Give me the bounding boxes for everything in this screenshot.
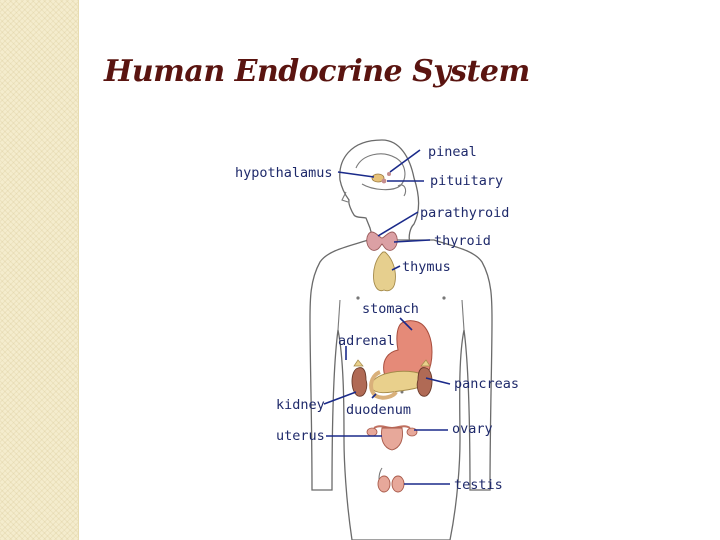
label-ovary: ovary bbox=[452, 421, 493, 437]
label-adrenal: adrenal bbox=[338, 333, 395, 349]
label-pancreas: pancreas bbox=[454, 376, 519, 392]
ovary-left-organ bbox=[366, 427, 378, 437]
nipple-left-mark bbox=[356, 296, 360, 300]
testis-right-organ bbox=[391, 475, 405, 493]
nipple-right-mark bbox=[442, 296, 446, 300]
labels: pineal hypothalamus pituitary parathyroi… bbox=[235, 144, 519, 493]
adrenal-left-organ bbox=[353, 359, 364, 367]
hypothalamus-leader-line bbox=[337, 171, 375, 178]
thymus-leader-line bbox=[391, 265, 401, 271]
uterus-organ bbox=[381, 427, 403, 451]
pineal-leader-line bbox=[389, 149, 421, 173]
leader-lines bbox=[323, 149, 451, 485]
duodenum-leader-line bbox=[371, 393, 377, 399]
label-hypothalamus: hypothalamus bbox=[235, 165, 333, 181]
hypothalamus-organ bbox=[371, 173, 385, 183]
thyroid-leader-line bbox=[393, 239, 431, 243]
testis-left-organ bbox=[377, 475, 391, 493]
label-duodenum: duodenum bbox=[346, 402, 411, 418]
label-pineal: pineal bbox=[428, 144, 477, 160]
navel-mark bbox=[400, 390, 404, 394]
organs bbox=[351, 172, 433, 493]
kidney-leader-line bbox=[323, 391, 357, 405]
label-uterus: uterus bbox=[276, 428, 325, 444]
pituitary-organ bbox=[381, 178, 387, 184]
adrenal-right-organ bbox=[420, 359, 431, 367]
thyroid-organ bbox=[366, 231, 398, 251]
duodenum-organ bbox=[369, 370, 398, 400]
kidney-right-organ bbox=[416, 367, 433, 397]
label-kidney: kidney bbox=[276, 397, 325, 413]
decorative-side-strip bbox=[0, 0, 79, 540]
pineal-organ bbox=[387, 172, 391, 176]
label-parathyroid: parathyroid bbox=[420, 205, 509, 221]
label-thymus: thymus bbox=[402, 259, 451, 275]
label-thyroid: thyroid bbox=[434, 233, 491, 249]
slide-title: Human Endocrine System bbox=[104, 54, 530, 89]
parathyroid-leader-line bbox=[377, 211, 419, 237]
kidney-left-organ bbox=[351, 367, 368, 397]
label-testis: testis bbox=[454, 477, 503, 493]
label-pituitary: pituitary bbox=[430, 173, 503, 189]
pancreas-leader-line bbox=[425, 377, 451, 385]
stomach-leader-line bbox=[399, 317, 413, 331]
label-stomach: stomach bbox=[362, 301, 419, 317]
